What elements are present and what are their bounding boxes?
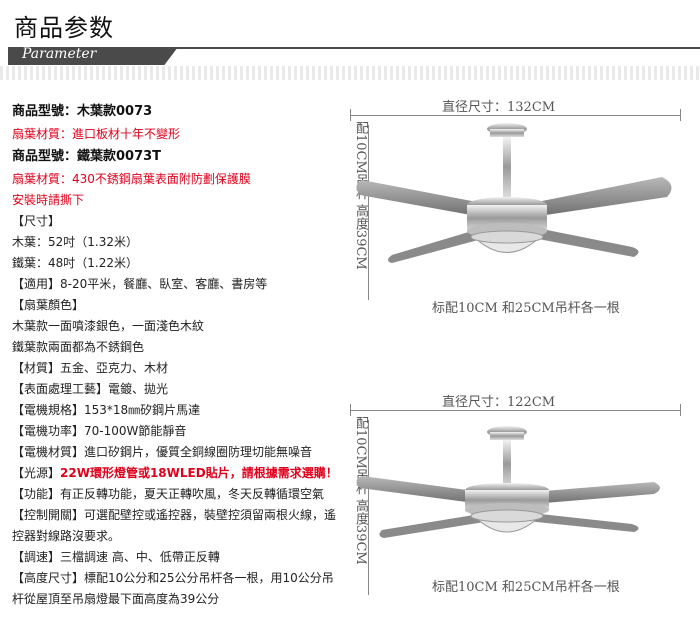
ceiling-fan-illustration <box>356 426 660 538</box>
control-line: 【控制開關】可選配壁控或遙控器，裝壁控須留兩根火線，遙 <box>12 508 337 522</box>
height-label: 配10CM吊杆 高度39CM <box>353 121 368 270</box>
install-note-line: 安裝時請撕下 <box>12 193 85 207</box>
motor-spec-line: 【電機規格】153*18㎜矽鋼片馬達 <box>12 403 201 417</box>
header-divider <box>172 47 700 49</box>
blade-material-steel-line: 扇葉材質：430不銹鋼扇葉表面附防劃保護膜 <box>12 172 251 186</box>
diameter-tick-left <box>350 404 351 416</box>
blade-color-wood-line: 木葉款一面噴漆銀色，一面淺色木紋 <box>12 319 205 333</box>
size-steel-line: 鐵葉：48吋（1.22米） <box>12 256 138 270</box>
header-bar <box>8 47 178 65</box>
height-line-2: 杆從屋頂至吊扇燈最下面高度為39公分 <box>12 592 220 606</box>
diameter-tick-left <box>350 109 351 121</box>
model-steel-line: 商品型號：鐵葉款0073T <box>12 149 162 164</box>
control-line-2: 控器對線路沒要求。 <box>12 529 121 543</box>
height-line <box>368 420 369 595</box>
material-line: 【材質】五金、亞克力、木材 <box>12 361 169 375</box>
page-title: 商品参数 <box>14 14 114 42</box>
product-image-steel: 直径尺寸：122CM 配10CM吊杆 高度39CM 标配10CM 和25CM吊杆… <box>332 380 700 628</box>
product-image-wood: 直径尺寸：132CM 配10CM吊杆 高度39CM 标配10CM 和25CM吊杆… <box>332 85 700 333</box>
light-source-label: 【光源】 <box>12 466 61 480</box>
blade-color-steel-line: 鐵葉款兩面都為不銹鋼色 <box>12 340 145 354</box>
decorative-stripes <box>0 66 700 80</box>
height-line <box>368 125 369 300</box>
size-heading: 【尺寸】 <box>12 214 61 228</box>
page-subtitle: Parameter <box>22 46 97 62</box>
function-line: 【功能】有正反轉功能，夏天正轉吹風，冬天反轉循環空氣 <box>12 487 325 501</box>
motor-material-line: 【電機材質】進口矽鋼片，優質全銅線圈防理切能無噪音 <box>12 445 313 459</box>
spec-list: 商品型號：木葉款0073 扇葉材質：進口板材十年不變形 商品型號：鐵葉款0073… <box>12 100 342 610</box>
light-source-line: 【光源】22W環形燈管或18WLED貼片，請根據需求選購！ <box>12 463 342 484</box>
applicable-line: 【適用】8-20平米，餐廳、臥室、客廳、書房等 <box>12 277 268 291</box>
caption: 标配10CM 和25CM吊杆各一根 <box>432 580 620 595</box>
model-wood-line: 商品型號：木葉款0073 <box>12 104 153 119</box>
ceiling-fan-illustration <box>356 123 672 263</box>
diameter-tick-right <box>680 109 681 121</box>
blade-color-heading: 【扇葉顏色】 <box>12 298 85 312</box>
height-label: 配10CM吊杆 高度39CM <box>353 416 368 565</box>
surface-line: 【表面處理工藝】電鍍、拋光 <box>12 382 169 396</box>
diameter-tick-right <box>680 404 681 416</box>
caption: 标配10CM 和25CM吊杆各一根 <box>432 301 620 316</box>
light-source-value: 22W環形燈管或18WLED貼片，請根據需求選購！ <box>60 466 338 480</box>
diameter-line <box>350 115 680 116</box>
speed-line: 【調速】三檔調速 高、中、低帶正反轉 <box>12 550 220 564</box>
height-line: 【高度尺寸】標配10公分和25公分吊杆各一根，用10公分吊 <box>12 571 334 585</box>
diameter-label: 直径尺寸：132CM <box>442 100 556 115</box>
diameter-label: 直径尺寸：122CM <box>442 395 556 410</box>
size-wood-line: 木葉：52吋（1.32米） <box>12 235 138 249</box>
motor-power-line: 【電機功率】70-100W節能靜音 <box>12 424 187 438</box>
diameter-line <box>350 410 680 411</box>
blade-material-wood-line: 扇葉材質：進口板材十年不變形 <box>12 127 181 141</box>
